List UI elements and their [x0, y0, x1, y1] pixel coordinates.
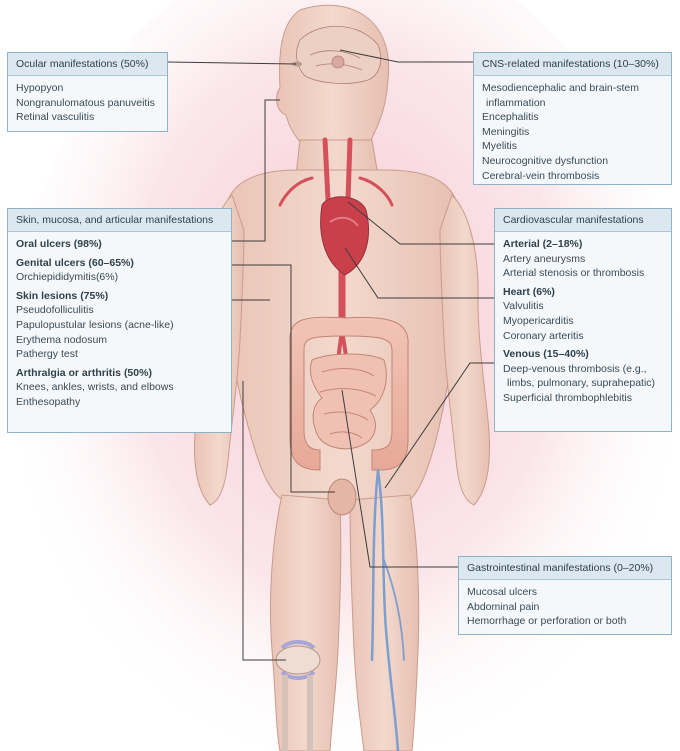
- ocular-item: Hypopyon: [16, 82, 64, 94]
- skin-item: Pseudofolliculitis: [16, 304, 94, 317]
- oral-ulcers-heading: Oral ulcers (98%): [16, 238, 102, 250]
- skin-lesions-heading: Skin lesions (75%): [16, 289, 109, 302]
- skin-item: Orchiepididymitis(6%): [16, 271, 119, 284]
- heart: [320, 196, 369, 276]
- gi-item: Mucosal ulcers: [467, 586, 538, 598]
- brain: [296, 25, 382, 84]
- gi-item: Abdominal pain: [467, 600, 540, 613]
- cardio-item: Coronary arteritis: [503, 329, 584, 342]
- cardio-item: Deep-venous thrombosis (e.g.,: [503, 362, 647, 375]
- cns-item: Neurocognitive dysfunction: [482, 154, 609, 167]
- cardio-item: limbs, pulmonary, suprahepatic): [507, 377, 656, 390]
- skin-item: Papulopustular lesions (acne-like): [16, 318, 174, 331]
- skin-item: Erythema nodosum: [16, 333, 108, 346]
- cardio-title: Cardiovascular manifestations: [495, 209, 671, 232]
- skin-item: Knees, ankles, wrists, and elbows: [16, 381, 174, 394]
- genital-ulcers-heading: Genital ulcers (60–65%): [16, 256, 134, 269]
- ocular-item: Retinal vasculitis: [16, 111, 95, 124]
- heart-heading: Heart (6%): [503, 285, 555, 298]
- skin-title: Skin, mucosa, and articular manifestatio…: [8, 209, 231, 232]
- ocular-manifestations-box: Ocular manifestations (50%) Hypopyon Non…: [7, 52, 168, 132]
- ocular-title: Ocular manifestations (50%): [8, 53, 167, 76]
- skin-item: Enthesopathy: [16, 395, 81, 408]
- eye: [292, 61, 302, 67]
- cns-item: Encephalitis: [482, 111, 539, 124]
- cns-title: CNS-related manifestations (10–30%): [474, 53, 671, 76]
- ocular-item: Nongranulomatous panuveitis: [16, 96, 155, 109]
- knee-joint: [275, 640, 321, 751]
- cns-item: Cerebral-vein thrombosis: [482, 169, 600, 182]
- venous-heading: Venous (15–40%): [503, 348, 589, 361]
- cns-item: Mesodiencephalic and brain-stem: [482, 82, 640, 94]
- cardio-item: Myopericarditis: [503, 314, 574, 327]
- cardio-item: Artery aneurysms: [503, 252, 586, 265]
- gi-title: Gastrointestinal manifestations (0–20%): [459, 557, 671, 580]
- gi-item: Hemorrhage or perforation or both: [467, 615, 627, 628]
- cardio-item: Arterial stenosis or thrombosis: [503, 267, 645, 280]
- cardio-item: Valvulitis: [503, 300, 544, 313]
- leader-lines: [167, 49, 494, 661]
- genital-region: [327, 478, 357, 516]
- cns-item: Meningitis: [482, 125, 530, 138]
- arthralgia-heading: Arthralgia or arthritis (50%): [16, 366, 152, 379]
- cardiovascular-manifestations-box: Cardiovascular manifestations Arterial (…: [494, 208, 672, 432]
- cns-item: Myelitis: [482, 140, 518, 153]
- cardio-item: Superficial thrombophlebitis: [503, 391, 632, 404]
- gastrointestinal-manifestations-box: Gastrointestinal manifestations (0–20%) …: [458, 556, 672, 635]
- cns-manifestations-box: CNS-related manifestations (10–30%) Meso…: [473, 52, 672, 185]
- skin-item: Pathergy test: [16, 348, 78, 361]
- leg-veins: [370, 468, 405, 751]
- skin-mucosa-articular-box: Skin, mucosa, and articular manifestatio…: [7, 208, 232, 433]
- cns-item: inflammation: [486, 96, 546, 109]
- intestines: [289, 316, 409, 471]
- arterial-heading: Arterial (2–18%): [503, 238, 583, 250]
